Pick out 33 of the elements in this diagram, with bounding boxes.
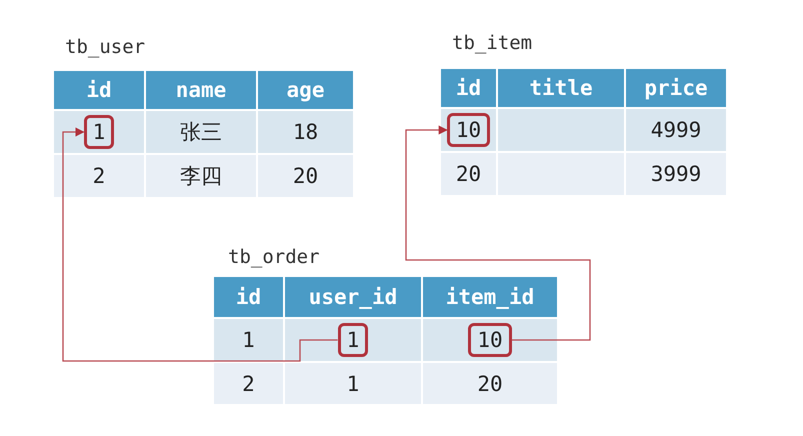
header-cell: title xyxy=(497,68,625,108)
table-cell: 2 xyxy=(213,362,284,405)
table-title: tb_item xyxy=(452,32,532,54)
data-table xyxy=(53,36,354,198)
highlighted-value: 10 xyxy=(446,113,490,147)
table-cell: 20 xyxy=(440,152,497,196)
header-cell: id xyxy=(440,68,497,108)
table-cell: 1 xyxy=(213,318,284,362)
table-title: tb_user xyxy=(65,36,146,58)
table-cell: 张三 xyxy=(145,110,257,154)
highlighted-value: 1 xyxy=(84,115,114,149)
arrow xyxy=(405,125,591,341)
header-cell: id xyxy=(213,276,284,318)
header-cell: price xyxy=(625,68,727,108)
header-cell: user_id xyxy=(284,276,422,318)
data-table xyxy=(440,32,727,196)
table-cell: 1 xyxy=(284,362,422,405)
table-cell: 20 xyxy=(257,154,354,198)
header-cell: item_id xyxy=(422,276,558,318)
table-title: tb_order xyxy=(228,246,320,268)
table-cell: 李四 xyxy=(145,154,257,198)
highlighted-value: 10 xyxy=(468,323,512,357)
data-table xyxy=(213,246,558,405)
table-cell: 4999 xyxy=(625,108,727,152)
table-cell: 2 xyxy=(53,154,145,198)
highlighted-value: 1 xyxy=(338,323,368,357)
table-cell: 20 xyxy=(422,362,558,405)
header-cell: name xyxy=(145,70,257,110)
arrow xyxy=(62,127,338,362)
header-cell: id xyxy=(53,70,145,110)
table-cell: 3999 xyxy=(625,152,727,196)
header-cell: age xyxy=(257,70,354,110)
table-cell: 18 xyxy=(257,110,354,154)
